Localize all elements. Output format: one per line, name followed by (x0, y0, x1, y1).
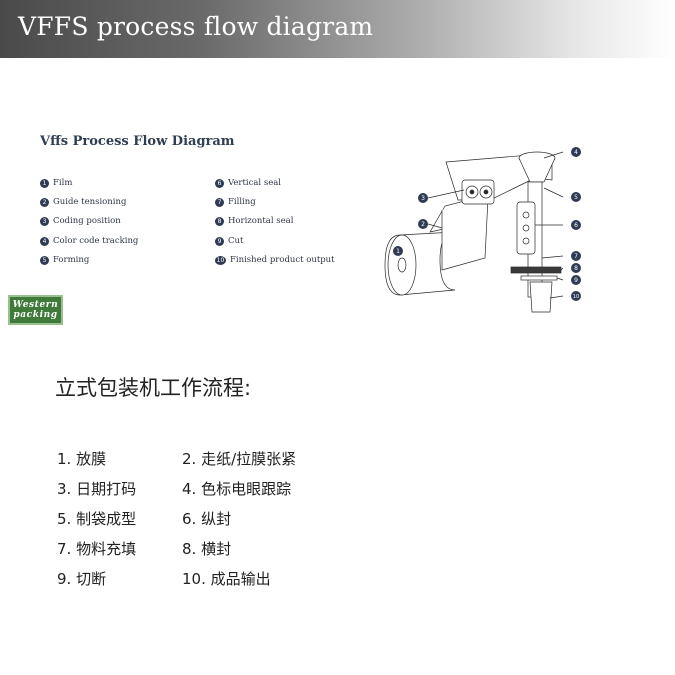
chinese-step: 7. 物料充填 (57, 540, 137, 558)
legend-item: 8 Horizontal seal (215, 216, 293, 226)
legend-number: 8 (215, 216, 224, 226)
callout-8: 8 (574, 265, 578, 272)
legend-label: Finished product output (230, 255, 335, 265)
legend-label: Film (53, 178, 73, 188)
legend-number: 10 (215, 255, 226, 265)
legend-label: Forming (53, 255, 90, 265)
callout-3: 3 (421, 195, 425, 202)
callout-9: 9 (574, 277, 578, 284)
chinese-step: 9. 切断 (57, 570, 107, 588)
callout-6: 6 (574, 222, 578, 229)
callout-numbers: 1 2 3 4 5 6 7 8 9 10 (396, 149, 579, 300)
western-packing-logo: Western packing (8, 295, 63, 325)
chinese-title: 立式包装机工作流程: (55, 376, 252, 400)
legend-item: 3 Coding position (40, 216, 121, 226)
legend-label: Vertical seal (228, 178, 282, 188)
callout-2: 2 (421, 221, 425, 228)
chinese-step: 1. 放膜 (57, 450, 107, 468)
legend-item: 4 Color code tracking (40, 236, 138, 246)
chinese-step: 10. 成品输出 (182, 570, 271, 588)
diagram-title: Vffs Process Flow Diagram (40, 134, 235, 149)
legend-item: 1 Film (40, 178, 72, 188)
legend-number: 5 (40, 255, 49, 265)
legend-label: Color code tracking (53, 236, 139, 246)
callout-7: 7 (574, 253, 578, 260)
callout-4: 4 (574, 149, 578, 156)
legend-item: 10 Finished product output (215, 255, 335, 265)
callout-5: 5 (574, 194, 578, 201)
callout-10: 10 (573, 294, 579, 300)
legend-number: 7 (215, 197, 224, 207)
legend-item: 6 Vertical seal (215, 178, 281, 188)
legend-label: Filling (228, 197, 256, 207)
legend-label: Horizontal seal (228, 216, 294, 226)
callout-markers (393, 147, 581, 301)
legend-item: 5 Forming (40, 255, 89, 265)
legend-item: 2 Guide tensioning (40, 197, 126, 207)
chinese-step: 5. 制袋成型 (57, 510, 137, 528)
header-banner: VFFS process flow diagram (0, 0, 675, 58)
chinese-step: 8. 横封 (182, 540, 232, 558)
callout-1: 1 (396, 248, 400, 255)
vffs-machine-illustration: 1 2 3 4 5 6 7 8 9 10 (384, 147, 581, 313)
page-title: VFFS process flow diagram (18, 12, 374, 41)
legend-label: Cut (228, 236, 244, 246)
legend-number: 6 (215, 178, 224, 188)
legend-number: 3 (40, 216, 49, 226)
legend-item: 9 Cut (215, 236, 243, 246)
legend-label: Guide tensioning (53, 197, 127, 207)
logo-line-2: packing (13, 310, 58, 320)
chinese-step: 2. 走纸/拉膜张紧 (182, 450, 297, 468)
chinese-step: 3. 日期打码 (57, 480, 137, 498)
legend-number: 1 (40, 178, 49, 188)
legend-number: 2 (40, 197, 49, 207)
legend-number: 4 (40, 236, 49, 246)
chinese-step: 6. 纵封 (182, 510, 232, 528)
legend-number: 9 (215, 236, 224, 246)
legend-item: 7 Filling (215, 197, 256, 207)
legend-label: Coding position (53, 216, 121, 226)
logo-line-1: Western (12, 300, 59, 310)
chinese-step: 4. 色标电眼跟踪 (182, 480, 292, 498)
